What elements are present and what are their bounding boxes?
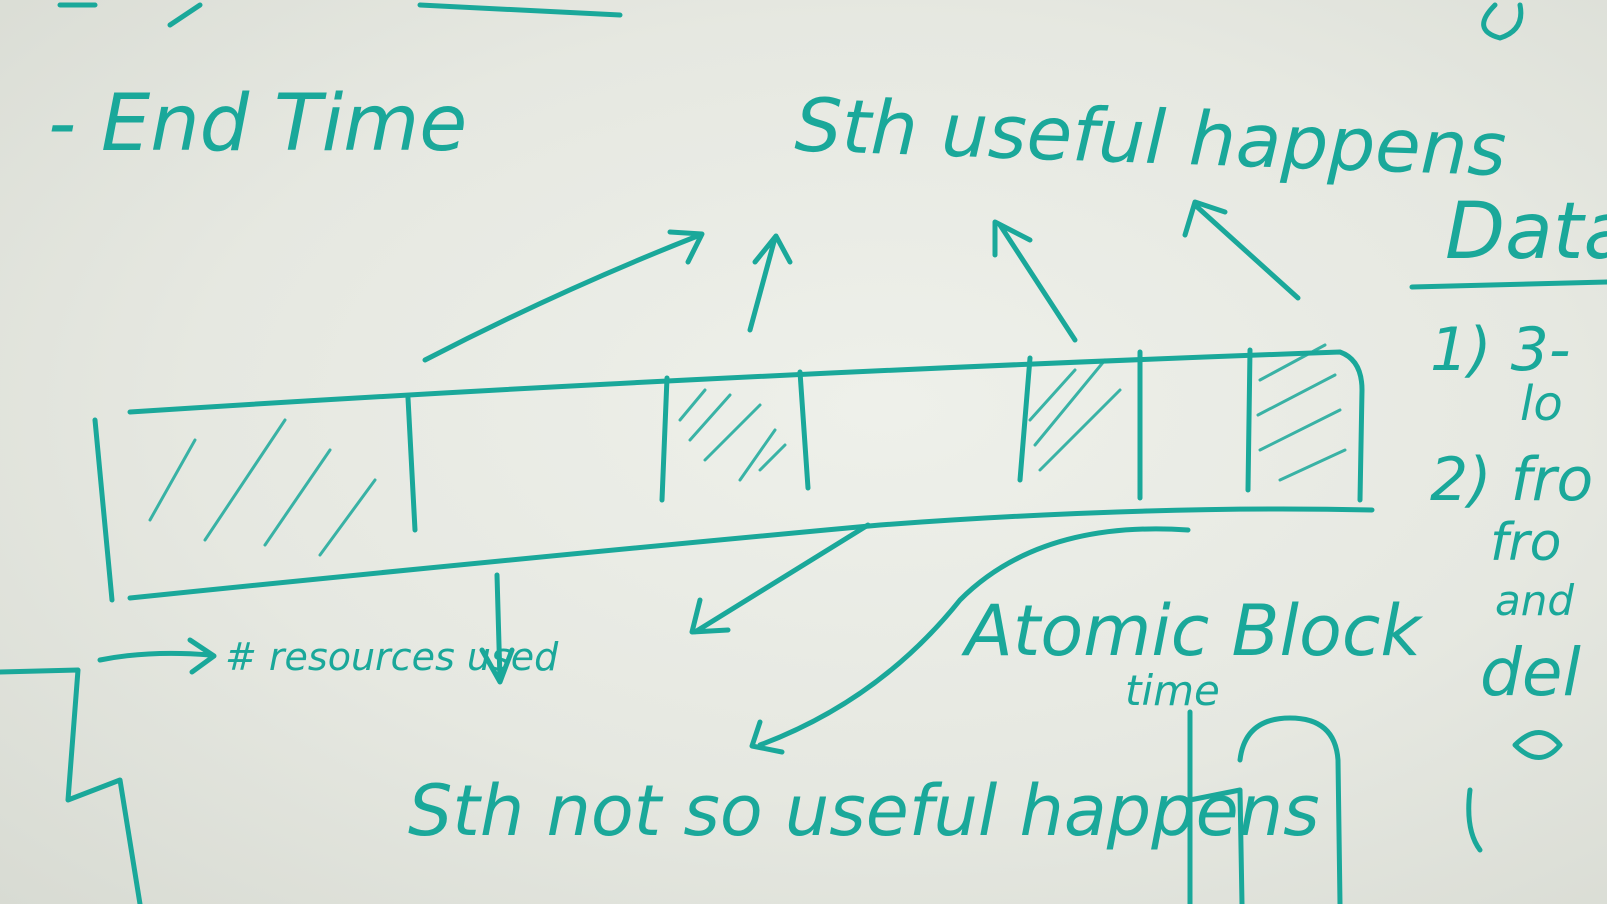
right-item-2-cont: fro <box>1490 513 1562 573</box>
small-block-drawing <box>1187 709 1343 904</box>
right-item-2-cont2: and <box>1495 576 1574 625</box>
time-label: time <box>1125 666 1220 715</box>
resources-used-label: # resources used <box>225 635 559 679</box>
resources-note: # resources used <box>97 635 559 679</box>
right-item-1-cont: lo <box>1520 376 1563 432</box>
timeline-block <box>92 347 1375 603</box>
data-underline <box>1409 279 1607 290</box>
right-item-2-cont3: del <box>1480 634 1582 711</box>
data-heading: Data <box>1445 187 1607 277</box>
hatched-segment-1 <box>148 418 377 557</box>
down-arrows <box>479 522 1191 755</box>
hatched-segment-3 <box>1028 358 1122 472</box>
not-so-useful-label: Sth not so useful happens <box>408 770 1320 852</box>
hatched-segment-2 <box>678 388 787 482</box>
useful-happens-label: Sth useful happens <box>793 82 1507 193</box>
left-bracket <box>0 667 143 904</box>
hatched-segment-4 <box>1256 343 1347 482</box>
atomic-block-label: Atomic Block <box>961 590 1423 672</box>
right-item-1: 1) 3- <box>1430 315 1570 385</box>
top-right-scribble <box>1481 2 1524 41</box>
up-arrows <box>422 199 1301 363</box>
top-scribble <box>57 2 623 28</box>
right-column-notes: Data 1) 3- lo 2) fro fro and del <box>1409 187 1607 853</box>
end-time-label: - End Time <box>48 79 467 169</box>
right-item-2: 2) fro <box>1430 445 1593 515</box>
